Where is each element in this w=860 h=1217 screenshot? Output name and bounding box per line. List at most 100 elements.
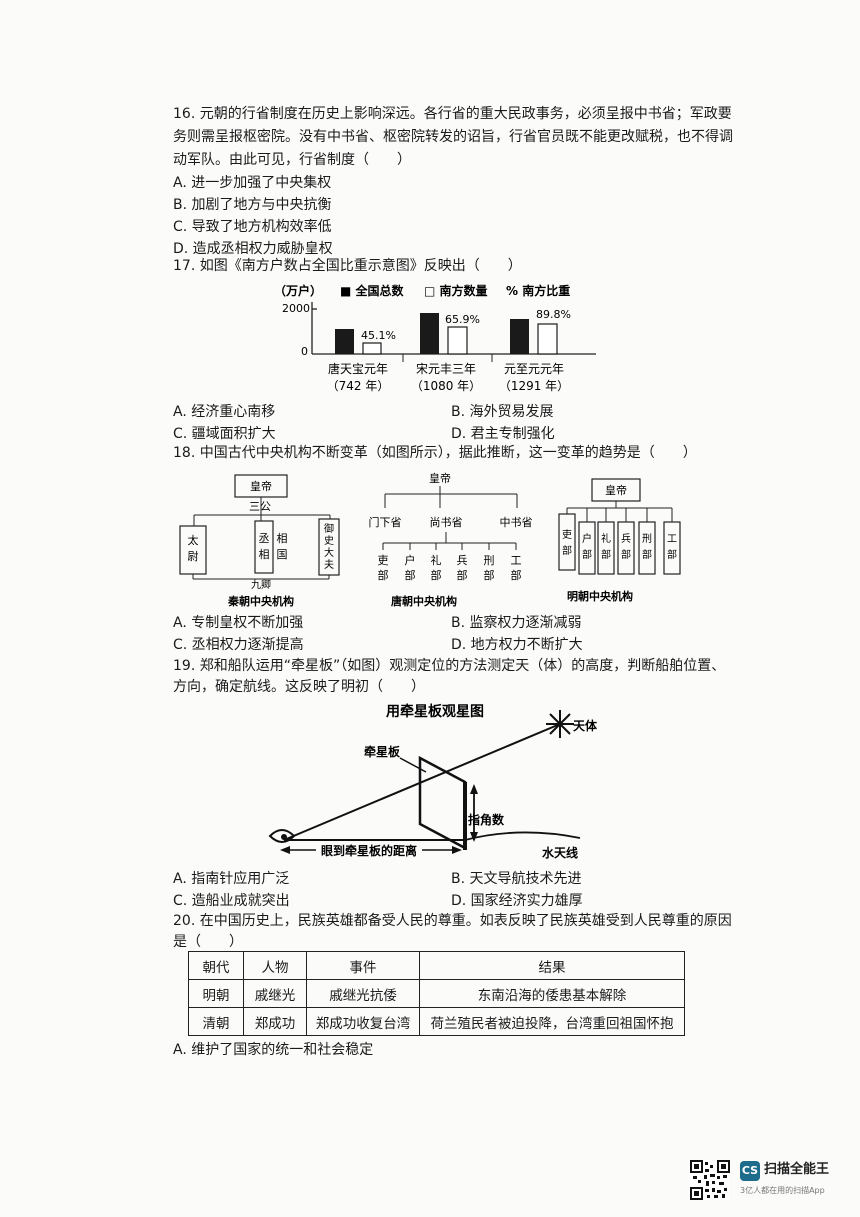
tang-bu-char: 部 <box>405 568 416 582</box>
x-year-742: （742 年） <box>327 379 390 393</box>
y-tick-2000: 2000 <box>282 302 310 315</box>
eye-pupil <box>281 834 287 840</box>
qin-xiangguo-char2: 国 <box>277 548 288 561</box>
tang-bu-bing: 兵 <box>457 554 468 567</box>
figure-title: 用牵星板观星图 <box>386 703 484 720</box>
ming-caption: 明朝中央机构 <box>567 589 633 603</box>
q17-bar-chart: （万户） ■ 全国总数 □ 南方数量 % 南方比重 2000 0 45.1% 6… <box>274 283 596 393</box>
tang-menxia: 门下省 <box>369 515 402 529</box>
ming-bu-box <box>638 521 656 575</box>
ming-bu-box <box>663 521 681 575</box>
table-header: 事件 <box>306 951 420 980</box>
table-row: 明朝 戚继光 戚继光抗倭 东南沿海的倭患基本解除 <box>188 979 685 1008</box>
distance-label: 眼到牵星板的距离 <box>321 843 417 858</box>
q20-option-a: A. 维护了国家的统一和社会稳定 <box>173 1042 374 1058</box>
qianxing-board <box>418 755 467 851</box>
qin-chengxiang-char2: 相 <box>259 548 270 561</box>
pct-1291: 89.8% <box>536 308 571 321</box>
ming-bu-gong: 工 <box>667 534 677 545</box>
x-year-1080: （1080 年） <box>411 379 481 393</box>
q17-stem: 17. 如图《南方户数占全国比重示意图》反映出（ ） <box>173 258 522 274</box>
cs-logo-icon: CS <box>740 1161 760 1181</box>
legend-south: □ 南方数量 <box>424 283 488 298</box>
ming-bu-li2: 礼 <box>601 532 611 545</box>
qin-chengxiang-box <box>254 520 274 574</box>
table-cell: 戚继光抗倭 <box>306 979 420 1008</box>
ming-bu-box <box>617 521 635 575</box>
watermark-app-name: 扫描全能王 <box>764 1162 830 1177</box>
sight-line-upper <box>283 723 561 841</box>
table-cell: 荷兰殖民者被迫投降，台湾重回祖国怀抱 <box>419 1007 685 1036</box>
qr-code-icon <box>690 1160 730 1200</box>
ming-bu-box <box>558 513 576 571</box>
tang-bu-li2: 礼 <box>431 553 442 567</box>
qin-jiuqing: 九卿 <box>251 579 271 591</box>
y-tick-0: 0 <box>301 345 308 358</box>
table-cell: 郑成功收复台湾 <box>306 1007 420 1036</box>
q19-stem-line2: 方向，确定航线。这反映了明初（ ） <box>173 679 425 695</box>
board-pointer <box>399 757 427 773</box>
q19-option-d: D. 国家经济实力雄厚 <box>451 893 583 909</box>
ming-bu-hu: 户 <box>582 532 592 545</box>
ming-bu-char: 部 <box>642 548 652 561</box>
table-header: 人物 <box>243 951 307 980</box>
q16-stem-line1: 16. 元朝的行省制度在历史上影响深远。各行省的重大民政事务，必须呈报中书省；军… <box>173 106 732 122</box>
qin-yushi-char3: 大 <box>324 546 334 559</box>
tang-bu-hu: 户 <box>405 553 416 567</box>
ming-bu-li: 吏 <box>562 528 572 541</box>
qin-emperor: 皇帝 <box>250 479 272 493</box>
q18-option-b: B. 监察权力逐渐减弱 <box>451 615 582 631</box>
ming-bu-box <box>597 521 615 575</box>
table-header-row: 朝代 人物 事件 结果 <box>188 951 685 980</box>
table-row: 清朝 郑成功 郑成功收复台湾 荷兰殖民者被迫投降，台湾重回祖国怀抱 <box>188 1007 685 1036</box>
ming-bu-char: 部 <box>562 544 572 557</box>
legend-total: ■ 全国总数 <box>340 283 405 298</box>
table-header: 朝代 <box>188 951 244 980</box>
tang-bu-gong: 工 <box>511 554 522 567</box>
tang-bu-li: 吏 <box>378 554 389 567</box>
q16-option-c: C. 导致了地方机构效率低 <box>173 219 332 235</box>
x-label-1080: 宋元丰三年 <box>416 361 476 376</box>
tang-emperor: 皇帝 <box>429 471 451 485</box>
celestial-label: 天体 <box>573 718 598 733</box>
arrow-up-icon <box>470 784 478 794</box>
bar-south-1080 <box>447 326 468 355</box>
arrow-left-icon <box>280 846 290 854</box>
q17-option-a: A. 经济重心南移 <box>173 404 276 420</box>
tang-bu-char: 部 <box>431 568 442 582</box>
qin-yushi-char2: 史 <box>324 535 334 547</box>
q19-option-c: C. 造船业成就突出 <box>173 893 290 909</box>
angle-label: 指角数 <box>468 812 505 827</box>
horizon-line <box>464 831 581 841</box>
watermark-tagline: 3亿人都在用的扫描App <box>740 1186 825 1195</box>
q19-option-a: A. 指南针应用广泛 <box>173 871 290 887</box>
q17-option-d: D. 君主专制强化 <box>451 426 555 442</box>
table-cell: 郑成功 <box>243 1007 307 1036</box>
tang-caption: 唐朝中央机构 <box>391 594 457 608</box>
q19-stem-line1: 19. 郑和船队运用“牵星板”（如图）观测定位的方法测定天（体）的高度，判断船舶… <box>173 658 726 674</box>
tang-bu-xing: 刑 <box>484 554 495 567</box>
arrow-right-icon <box>452 846 462 854</box>
horizon-label: 水天线 <box>542 845 578 860</box>
qin-central-diagram: 皇帝 三公 太 尉 丞 相 相 国 御 史 大 夫 九卿 秦朝中央机构 <box>179 474 340 608</box>
bar-south-1291 <box>537 323 558 355</box>
q19-option-b: B. 天文导航技术先进 <box>451 871 582 887</box>
board-label: 牵星板 <box>364 744 401 759</box>
tang-shangshu: 尚书省 <box>430 515 463 529</box>
qin-yushi-char1: 御 <box>324 522 334 535</box>
ming-bu-char: 部 <box>667 548 677 561</box>
q18-option-c: C. 丞相权力逐渐提高 <box>173 637 304 653</box>
x-year-1291: （1291 年） <box>499 379 569 393</box>
q18-stem: 18. 中国古代中央机构不断变革（如图所示），据此推断，这一变革的趋势是（ ） <box>173 445 697 461</box>
x-label-1291: 元至元元年 <box>504 362 564 376</box>
ming-bu-xing: 刑 <box>642 532 652 545</box>
q16-option-b: B. 加剧了地方与中央抗衡 <box>173 197 332 213</box>
q16-stem-line2: 务则需呈报枢密院。没有中书省、枢密院转发的诏旨，行省官员既不能更改赋税，也不得调 <box>173 129 733 145</box>
qin-chengxiang-char1: 丞 <box>259 532 270 545</box>
q16-option-a: A. 进一步加强了中央集权 <box>173 175 332 191</box>
q18-option-a: A. 专制皇权不断加强 <box>173 615 304 631</box>
eye-icon <box>268 829 296 843</box>
ming-bu-box <box>578 521 596 575</box>
ming-central-diagram: 皇帝 吏部 户部 礼部 兵部 刑部 工部 明朝中央机构 <box>558 478 681 603</box>
tang-zhongshu: 中书省 <box>500 516 533 529</box>
